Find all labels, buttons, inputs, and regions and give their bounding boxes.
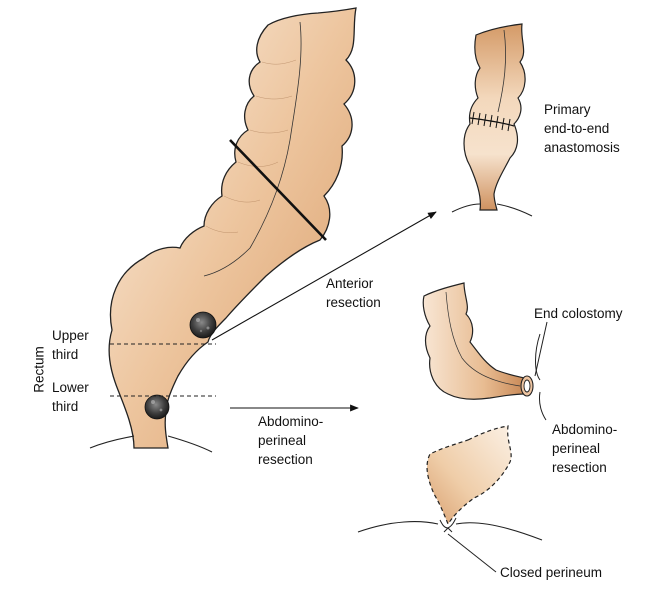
colostomy-taenia [445,291,521,387]
end-colostomy-label: End colostomy [534,306,623,321]
abdominoperineal-right-label: Abdomino- perineal resection [552,420,617,477]
abdominal-wall-line [535,333,547,421]
abdominoperineal-right-line-2: perineal [552,441,601,456]
anastomosis-colon [451,23,533,217]
upper-third-label: Upper third [52,326,89,364]
anastomosis-colon-body [463,23,526,211]
rectum-label: Rectum [31,346,47,393]
main-colon-folds [205,59,297,233]
primary-anastomosis-label: Primary end-to-end anastomosis [544,100,620,157]
abdominoperineal-left-line-3: resection [258,452,313,467]
stump-body [426,425,512,526]
lower-third-label: Lower third [52,378,89,416]
upper-third-line-1: Upper [52,328,89,343]
anastomosis-suture-line [469,117,515,127]
lower-third-line-1: Lower [52,380,89,395]
perineum-stump [357,425,543,573]
main-colon-taenia [203,21,302,277]
abdominoperineal-left-label: Abdomino- perineal resection [258,412,323,469]
anterior-resection-line-1: Anterior [326,276,374,291]
anterior-resection-label: Anterior resection [326,274,381,312]
perineum-skin-line [357,521,543,541]
anastomosis-sutures [471,111,511,132]
lower-tumour-icon [144,394,170,420]
abdominoperineal-left-line-1: Abdomino- [258,414,324,429]
primary-anastomosis-line-3: anastomosis [544,140,620,155]
anterior-resection-arrow [211,211,437,341]
anterior-resection-line-2: resection [326,295,381,310]
abdominoperineal-left-line-2: perineal [258,433,307,448]
perineum-closure-mark [443,527,453,533]
colostomy-colon-body [422,282,525,400]
anastomosis-pelvic-floor [451,203,533,217]
upper-third-line-2: third [52,347,79,362]
abdominoperineal-right-line-1: Abdomino- [552,422,618,437]
main-pelvic-floor [89,435,213,453]
end-colostomy-leader [534,321,548,377]
closed-perineum-label: Closed perineum [500,565,603,580]
colostomy-colon [422,282,548,421]
anastomosis-taenia [497,29,507,113]
main-colon [89,7,357,453]
abdominoperineal-right-line-3: resection [552,460,607,475]
stoma-icon [520,375,534,397]
main-colon-body [108,7,357,449]
upper-tumour-icon [189,311,217,339]
closed-perineum-leader [447,533,497,573]
primary-anastomosis-line-1: Primary [544,102,591,117]
resection-cut-line [229,139,327,241]
lower-third-line-2: third [52,399,79,414]
primary-anastomosis-line-2: end-to-end [544,121,610,136]
